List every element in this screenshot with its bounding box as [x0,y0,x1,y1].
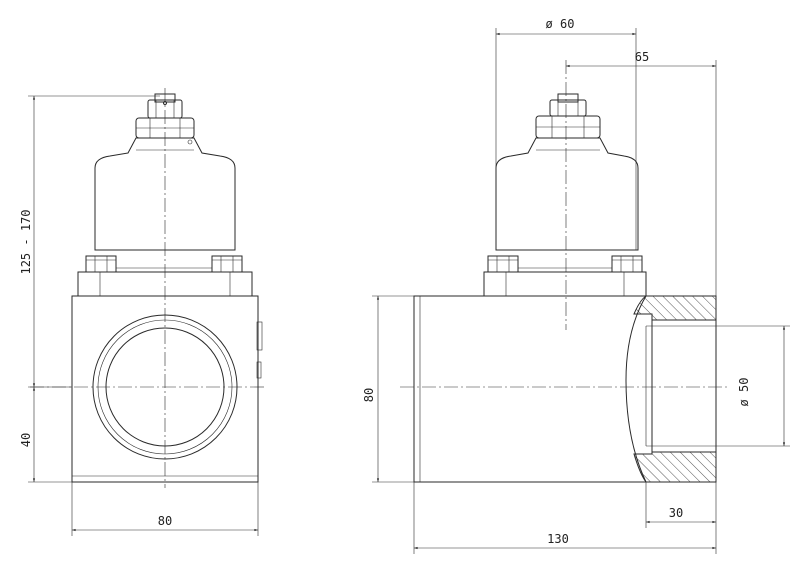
dim-diameter-top: ø 60 [546,17,575,31]
side-bolt-right [611,255,643,273]
side-dimensions: ø 60 65 80 ø 50 30 130 [362,17,790,554]
dim-length: 130 [547,532,569,546]
front-dimensions: 125 - 170 40 80 [19,95,259,536]
side-outlet-hatch-top [633,295,717,321]
front-bolt-right [211,255,243,273]
side-outlet-hatch-bottom [633,451,717,483]
dim-width-front: 80 [158,514,172,528]
dim-bore-diameter: ø 50 [737,378,751,407]
side-body [413,295,647,483]
side-bolt-left [487,255,519,273]
dim-height-range: 125 - 170 [19,209,33,274]
side-stem-top [557,93,579,103]
side-bonnet [495,137,639,251]
front-bonnet [94,137,236,251]
side-nut-upper [549,99,587,117]
dim-height-side: 80 [362,388,376,402]
front-bolt-left [85,255,117,273]
side-flange [483,271,647,297]
dim-thread-depth: 30 [669,506,683,520]
dim-offset: 65 [635,50,649,64]
front-view [30,88,266,488]
side-view [400,60,730,483]
dim-bottom-to-center: 40 [19,433,33,447]
